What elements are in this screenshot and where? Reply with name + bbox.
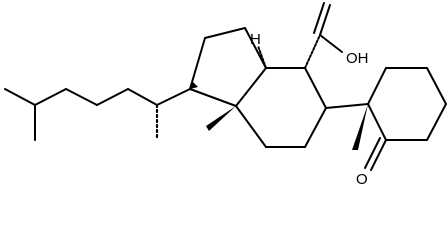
carboxylic-acid (304, 2, 343, 69)
ring5-bond-3 (244, 27, 267, 69)
label-ring-h: H (250, 31, 261, 48)
structure-diagram: OH O H (4, 2, 447, 188)
chx-bond-6 (367, 103, 387, 141)
bond-chain-2 (65, 88, 98, 106)
bond-chain-3 (96, 88, 129, 106)
wedge-chx-methyl (352, 104, 368, 150)
cyclohexane-ring (206, 45, 327, 148)
ring5-bond-2 (204, 27, 246, 39)
chx-bond-3 (426, 67, 447, 105)
label-ketone-o: O (356, 171, 368, 188)
ring6-bond-5 (235, 105, 267, 148)
hashed-cooh-bond (304, 34, 321, 69)
chx-bond-1 (367, 67, 387, 105)
molecule-svg: OH O H (4, 2, 447, 188)
wedge-angular-methyl (206, 106, 236, 131)
bond-to-cyclohexanone (325, 103, 369, 109)
bond-chain-1 (34, 88, 67, 106)
ketone-bond-1 (370, 139, 387, 171)
bond-to-ring (156, 88, 191, 106)
label-oh: OH (346, 50, 369, 67)
ring5-bond-4 (235, 67, 267, 107)
ring6-bond-2 (304, 67, 327, 109)
ketone-bond-2 (364, 137, 381, 169)
bond-methyl-1 (4, 88, 36, 106)
cooh-c-oh (319, 34, 343, 53)
chx-bond-4 (426, 103, 447, 141)
ring5-bond-5 (189, 88, 237, 107)
side-chain (4, 88, 191, 142)
cooh-c-o-2 (313, 2, 325, 34)
cyclohexanone (325, 67, 447, 171)
bond-chain-4 (127, 88, 158, 106)
cooh-c-o-1 (319, 4, 331, 36)
ring5-bond-1 (189, 37, 206, 90)
wedge-c17 (190, 82, 198, 89)
cyclopentane-ring (189, 27, 267, 107)
ring6-bond-3 (304, 107, 327, 148)
hashed-h-bond (257, 45, 267, 69)
